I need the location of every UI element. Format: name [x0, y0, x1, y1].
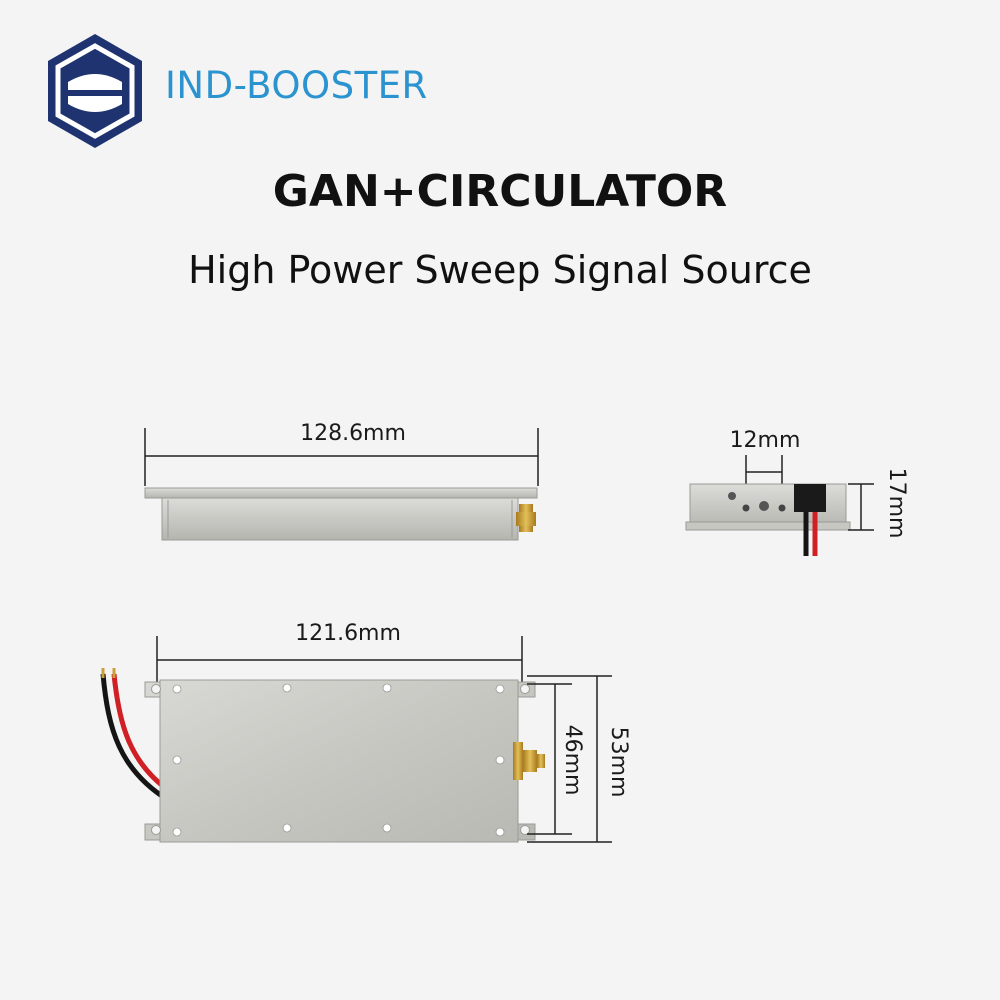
end-port-icon — [759, 501, 769, 511]
side-sma-connector — [516, 504, 536, 532]
end-cable-gland — [794, 484, 826, 512]
brand-logo-icon — [48, 34, 142, 148]
top-hole-spacing-label: 46mm — [560, 725, 585, 796]
end-port-spacing-label: 12mm — [730, 428, 801, 453]
page-subtitle: High Power Sweep Signal Source — [188, 248, 812, 292]
brand-name: IND-BOOSTER — [165, 64, 428, 107]
top-sma-connector — [513, 742, 545, 780]
top-wires — [100, 668, 170, 803]
end-hole-icon — [728, 492, 736, 500]
side-flange — [144, 487, 538, 499]
side-length-label: 128.6mm — [300, 421, 406, 446]
end-port-icon — [778, 504, 786, 512]
side-body — [161, 497, 519, 541]
top-mounting-hole-icons — [151, 684, 530, 835]
top-width-label: 53mm — [606, 727, 631, 798]
side-view: 128.6mm — [144, 421, 539, 541]
end-port-icon — [742, 504, 750, 512]
page-title: GAN+CIRCULATOR — [272, 166, 728, 217]
end-height-label: 17mm — [884, 468, 909, 539]
top-length-label: 121.6mm — [295, 621, 401, 646]
top-body — [159, 679, 519, 843]
end-view: 12mm 17mm — [685, 428, 909, 556]
top-screw-icons — [172, 683, 505, 837]
top-view: 121.6mm 46mm 53mm — [100, 621, 631, 843]
